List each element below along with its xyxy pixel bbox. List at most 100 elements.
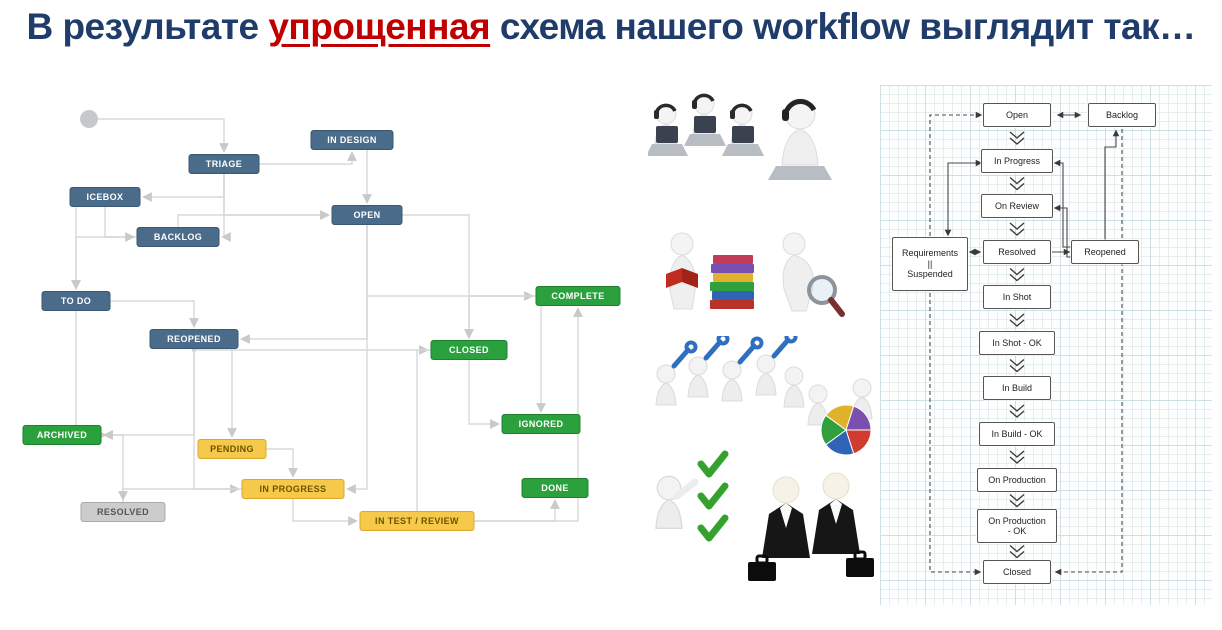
flow-box-inprogress: In Progress	[981, 149, 1053, 173]
agent-icon	[644, 102, 690, 158]
briefcase-icon	[846, 558, 874, 577]
down-arrow-icon	[1009, 499, 1025, 508]
status-node-pending: PENDING	[197, 439, 267, 459]
reading-books-clipart	[658, 222, 758, 329]
open-book-icon	[666, 268, 682, 288]
flow-box-onreview: On Review	[981, 194, 1053, 218]
workflow-edge	[416, 345, 429, 521]
workflow-edges	[71, 118, 583, 526]
status-node-label: REOPENED	[167, 334, 221, 344]
flow-box-requirements: Requirements || Suspended	[892, 237, 968, 291]
workflow-edge	[189, 344, 469, 354]
backlog-closed-dashed-line	[1054, 129, 1123, 576]
down-arrow-icon	[1009, 273, 1025, 282]
figure-head	[670, 232, 694, 256]
down-arrow-icon	[1009, 544, 1025, 553]
down-arrow-icon	[1009, 131, 1025, 139]
status-node-label: TRIAGE	[206, 159, 242, 169]
worker-icon	[721, 360, 743, 402]
pie-chart-icon	[820, 404, 872, 456]
status-node-label: IN PROGRESS	[260, 484, 327, 494]
workflow-edge	[103, 430, 124, 512]
title-prefix: В результате	[26, 6, 269, 47]
down-arrow-icon	[1009, 450, 1025, 458]
reopened-up-line	[1104, 129, 1120, 240]
workflow-edge	[223, 164, 330, 220]
workflow-edge	[118, 488, 293, 501]
status-node-label: PENDING	[210, 444, 254, 454]
status-node-label: BACKLOG	[154, 232, 202, 242]
status-node-label: ICEBOX	[87, 192, 124, 202]
status-node-archived: ARCHIVED	[22, 425, 102, 445]
worker-icon	[655, 364, 677, 406]
down-arrow-icon	[1009, 493, 1025, 502]
workflow-edge	[536, 295, 578, 413]
status-node-open: OPEN	[331, 205, 403, 225]
workflow-edge	[366, 215, 534, 301]
pie-chart-team-clipart	[796, 372, 890, 471]
flow-box-reopened: Reopened	[1071, 240, 1139, 264]
support-team-clipart	[644, 88, 846, 215]
workflow-edge	[75, 301, 107, 440]
status-node-todo: TO DO	[41, 291, 111, 311]
chain-arrows	[1009, 131, 1025, 559]
figure-body	[782, 254, 814, 312]
slide-title: В результате упрощенная схема нашего wor…	[0, 6, 1222, 48]
flow-box-resolved: Resolved	[983, 240, 1051, 264]
status-node-reopened: REOPENED	[149, 329, 239, 349]
wrench-icon	[706, 336, 728, 358]
flow-box-inshot: In Shot	[983, 285, 1051, 309]
magnifier-figure-clipart	[766, 224, 848, 331]
reopened-inprogress-line	[1053, 159, 1071, 248]
tools-team-clipart	[648, 336, 813, 437]
workflow-edge	[89, 118, 229, 153]
down-arrow-icon	[1009, 182, 1025, 191]
down-arrow-icon	[1009, 456, 1025, 464]
requirements-open-dashed-line	[929, 111, 983, 236]
workflow-edge	[240, 215, 368, 344]
briefcase-icon	[748, 562, 776, 581]
businessman-icon	[812, 472, 874, 577]
status-node-label: IGNORED	[519, 419, 564, 429]
worker-icon	[755, 354, 777, 396]
worker-icon	[687, 356, 709, 398]
workflow-edge	[194, 338, 237, 438]
flowchart-connectors	[929, 111, 1123, 576]
flow-box-inbuild: In Build	[983, 376, 1051, 400]
flow-box-open: Open	[983, 103, 1051, 127]
status-node-label: IN DESIGN	[327, 135, 377, 145]
workflow-edge	[104, 197, 135, 242]
worker-icon	[655, 475, 683, 529]
flow-box-onproductionok: On Production - OK	[977, 509, 1057, 543]
flow-box-inbuildok: In Build - OK	[979, 422, 1055, 446]
status-node-label: DONE	[541, 483, 569, 493]
wrench-icon	[774, 336, 796, 356]
status-node-done: DONE	[521, 478, 589, 498]
requirements-closed-dashed-line	[929, 293, 982, 576]
workflow-edge	[71, 196, 105, 290]
status-node-inprogress: IN PROGRESS	[241, 479, 345, 499]
agent-icon	[720, 102, 766, 158]
figure-head	[782, 232, 806, 256]
title-highlight: упрощенная	[268, 6, 491, 47]
business-partners-clipart	[740, 466, 880, 595]
status-node-triage: TRIAGE	[188, 154, 260, 174]
jira-workflow-diagram: TRIAGE IN DESIGN ICEBOX BACKLOG OPEN TO DO REO…	[22, 110, 621, 531]
down-arrow-icon	[1009, 364, 1025, 373]
workflow-edge	[76, 300, 199, 328]
status-node-label: CLOSED	[449, 345, 489, 355]
status-node-label: RESOLVED	[97, 507, 149, 517]
checklist-figure-clipart	[645, 444, 747, 563]
down-arrow-icon	[1009, 319, 1025, 327]
start-node	[80, 110, 98, 128]
status-node-closed: CLOSED	[430, 340, 508, 360]
down-arrow-icon	[1009, 228, 1025, 236]
status-node-intest: IN TEST / REVIEW	[359, 511, 475, 531]
down-arrow-icon	[1009, 358, 1025, 367]
workflow-edge	[367, 214, 474, 339]
status-node-complete: COMPLETE	[535, 286, 621, 306]
magnifier-icon	[807, 275, 845, 317]
status-node-label: ARCHIVED	[37, 430, 87, 440]
inprogress-requirements-line	[944, 159, 983, 237]
